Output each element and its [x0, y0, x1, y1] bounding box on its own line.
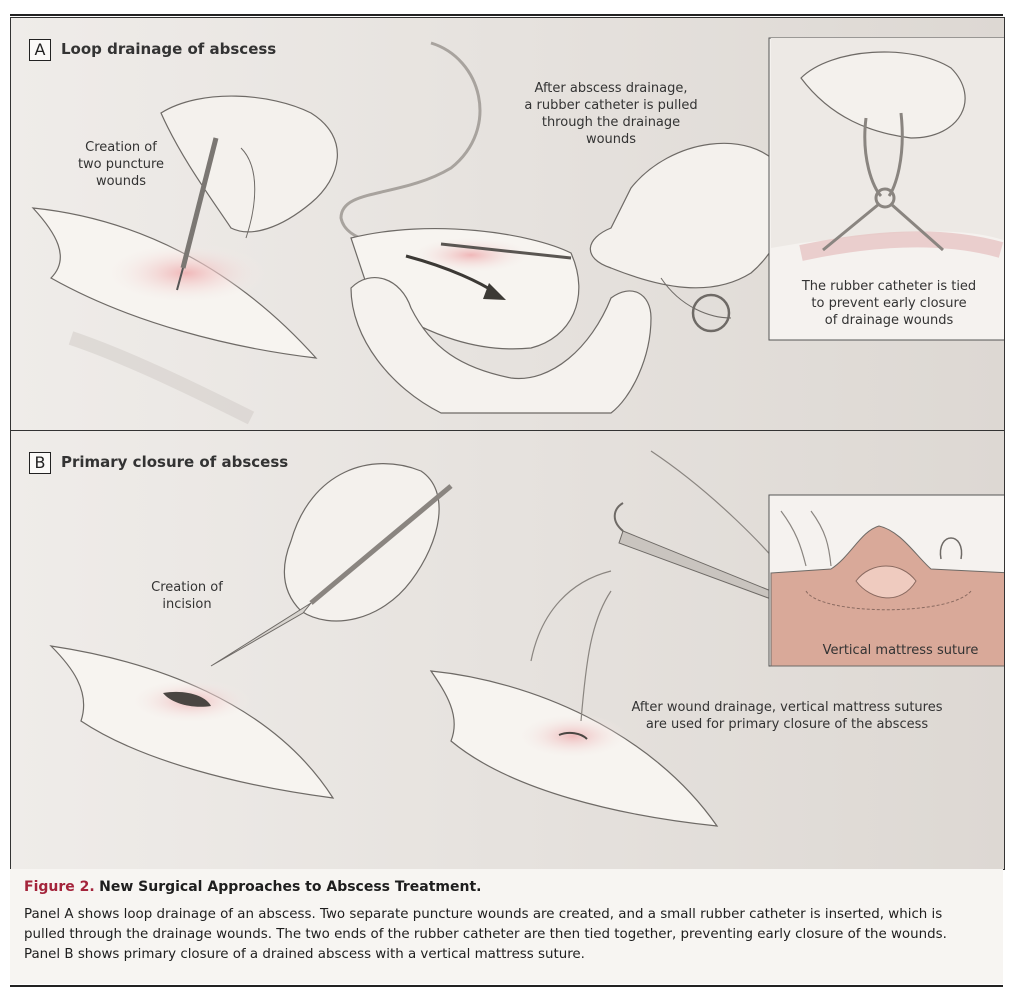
panel-a-title: Loop drainage of abscess: [61, 40, 277, 58]
note-line: wounds: [95, 174, 147, 189]
note-line: The rubber catheter is tied: [801, 279, 977, 294]
note-line: Creation of: [85, 140, 157, 155]
bottom-rule: [10, 985, 1003, 987]
inset-tied-catheter: [768, 37, 1004, 341]
note-line: through the drainage: [541, 115, 681, 130]
panel-a-illustration: [11, 18, 1004, 430]
note-mattress-sutures: After wound drainage, vertical mattress …: [617, 699, 957, 733]
note-line: After abscess drainage,: [534, 81, 688, 96]
caption-line: pulled through the drainage wounds. The …: [24, 927, 947, 942]
caption-line: Panel B shows primary closure of a drain…: [24, 947, 585, 962]
note-line: to prevent early closure: [811, 296, 967, 311]
note-line: incision: [162, 597, 212, 612]
note-catheter-tied: The rubber catheter is tied to prevent e…: [779, 278, 999, 329]
caption-heading: Figure 2. New Surgical Approaches to Abs…: [24, 879, 482, 895]
panel-b: B Primary closure of abscess Creation of…: [10, 430, 1005, 870]
skin-flap-incision: [49, 645, 335, 799]
figure-caption: Figure 2. New Surgical Approaches to Abs…: [10, 869, 1003, 984]
skin-flap-sutured: [429, 570, 719, 827]
note-line: of drainage wounds: [824, 313, 954, 328]
skin-flap-left: [31, 207, 318, 425]
note-line: wounds: [585, 132, 637, 147]
figure-label: Figure 2.: [24, 879, 95, 895]
note-line: are used for primary closure of the absc…: [645, 717, 929, 732]
inset-vertical-mattress: [768, 494, 1004, 667]
note-catheter-pulled: After abscess drainage, a rubber cathete…: [501, 80, 721, 148]
panel-b-title: Primary closure of abscess: [61, 453, 289, 471]
hand-with-forceps: [589, 142, 790, 333]
top-rule: [10, 14, 1003, 16]
note-line: Creation of: [151, 580, 223, 595]
note-line: two puncture: [77, 157, 165, 172]
panel-b-letter: B: [29, 452, 51, 474]
note-creation-incision: Creation of incision: [137, 579, 237, 613]
panel-a-letter: A: [29, 39, 51, 61]
figure-title: New Surgical Approaches to Abscess Treat…: [99, 879, 482, 895]
note-puncture-wounds: Creation of two puncture wounds: [56, 139, 186, 190]
inset-label-vertical-mattress: Vertical mattress suture: [822, 643, 979, 658]
hand-holding-skin: [350, 277, 652, 414]
note-line: After wound drainage, vertical mattress …: [631, 700, 943, 715]
hand-with-scalpel: [210, 463, 453, 667]
note-line: a rubber catheter is pulled: [524, 98, 698, 113]
panel-a: A Loop drainage of abscess Creation of t…: [10, 17, 1005, 431]
caption-line: Panel A shows loop drainage of an absces…: [24, 907, 943, 922]
panel-b-illustration: [11, 431, 1004, 869]
hand-with-puncture-scalpel: [160, 95, 338, 291]
